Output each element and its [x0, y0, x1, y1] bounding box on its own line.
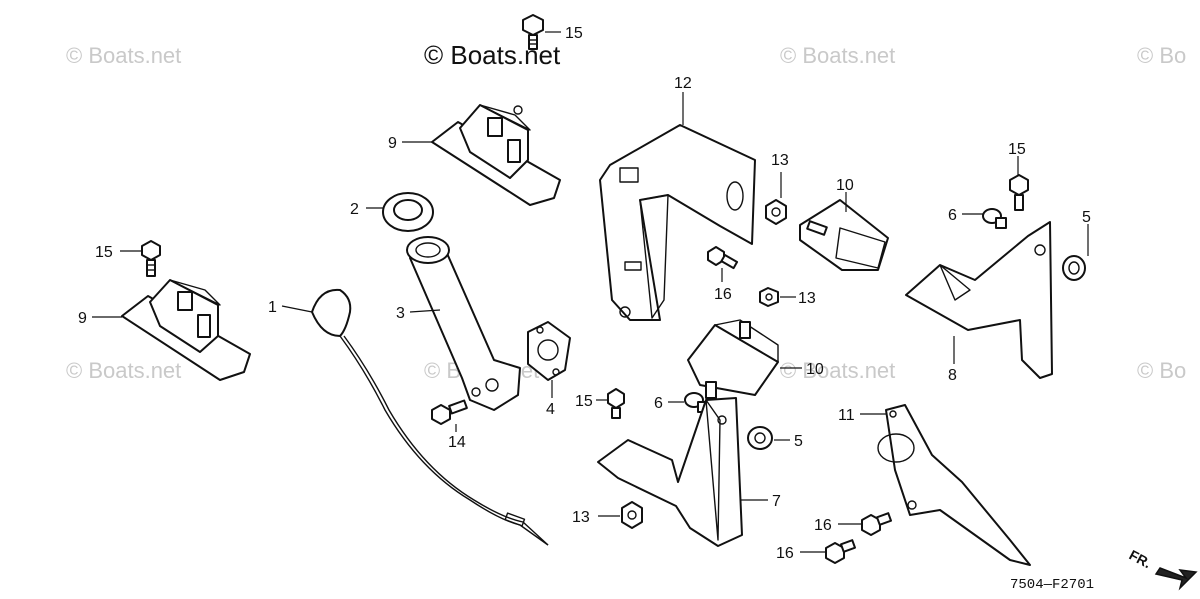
watermark-top-right: © Bo: [1137, 43, 1186, 68]
guard-plate-11[interactable]: [877, 404, 1031, 566]
bracket-8[interactable]: [905, 221, 1053, 379]
callout-16-upper: 16: [714, 286, 732, 303]
callout-16-middle: 16: [814, 517, 832, 534]
callout-12: 12: [674, 75, 692, 92]
callout-6-upper: 6: [948, 207, 957, 224]
callout-5-upper: 5: [1082, 209, 1091, 226]
callout-1: 1: [268, 299, 277, 316]
grommet-5-lower[interactable]: [747, 426, 773, 450]
nut-13-middle[interactable]: [759, 287, 779, 307]
front-direction-indicator: FR.: [1127, 547, 1198, 591]
bolt-15-middle[interactable]: [607, 388, 625, 419]
callout-10-upper: 10: [836, 177, 854, 194]
rubber-mount-10-upper[interactable]: [799, 199, 889, 271]
callout-6-lower: 6: [654, 395, 663, 412]
bolt-16-lower[interactable]: [825, 539, 857, 564]
callout-15-right: 15: [1008, 141, 1026, 158]
front-arrow-icon: [1154, 567, 1198, 591]
callout-4: 4: [546, 401, 555, 418]
seal-ring-2[interactable]: [382, 192, 434, 232]
callout-13-lower: 13: [572, 509, 590, 526]
front-direction-label: FR.: [1127, 547, 1154, 572]
mount-9-lower[interactable]: [121, 279, 251, 381]
collar-6-upper[interactable]: [982, 208, 1007, 229]
nut-13-upper[interactable]: [765, 199, 787, 225]
watermark-mid-left: © Boats.net: [66, 358, 181, 383]
callout-2: 2: [350, 201, 359, 218]
callout-9-upper: 9: [388, 135, 397, 152]
callout-16-lower: 16: [776, 545, 794, 562]
filler-tube-3[interactable]: [406, 236, 521, 411]
callout-9-lower: 9: [78, 310, 87, 327]
dipstick-1[interactable]: [311, 288, 549, 546]
grommet-5-upper[interactable]: [1062, 255, 1086, 281]
mount-9-upper[interactable]: [431, 104, 561, 206]
rubber-mount-10-lower[interactable]: [687, 319, 779, 399]
callout-13-upper: 13: [771, 152, 789, 169]
diagram-code: 7504—F2701: [1010, 577, 1094, 593]
gasket-4[interactable]: [527, 321, 571, 381]
bracket-12[interactable]: [599, 124, 756, 321]
callout-13-middle: 13: [798, 290, 816, 307]
bolt-16-middle[interactable]: [861, 512, 893, 536]
bracket-7[interactable]: [597, 397, 743, 547]
callout-15-middle: 15: [575, 393, 593, 410]
watermark-top-center: © Boats.net: [780, 43, 895, 68]
callout-14: 14: [448, 434, 466, 451]
callout-7: 7: [772, 493, 781, 510]
bolt-15-left[interactable]: [141, 240, 161, 277]
callout-15-left: 15: [95, 244, 113, 261]
watermark-mid-right: © Bo: [1137, 358, 1186, 383]
watermark-top-left: © Boats.net: [66, 43, 181, 68]
callout-3: 3: [396, 305, 405, 322]
callout-11: 11: [838, 407, 855, 424]
bolt-14[interactable]: [431, 399, 468, 425]
bolt-16-upper[interactable]: [707, 246, 739, 270]
watermark-mid-center-right: © Boats.net: [780, 358, 895, 383]
callout-8: 8: [948, 367, 957, 384]
watermark-main: © Boats.net: [424, 40, 561, 70]
bolt-15-right[interactable]: [1009, 174, 1029, 211]
bolt-15-top[interactable]: [522, 14, 544, 50]
callout-10-lower: 10: [806, 361, 824, 378]
callout-5-lower: 5: [794, 433, 803, 450]
nut-13-lower[interactable]: [621, 501, 643, 529]
callout-15-top: 15: [565, 25, 583, 42]
